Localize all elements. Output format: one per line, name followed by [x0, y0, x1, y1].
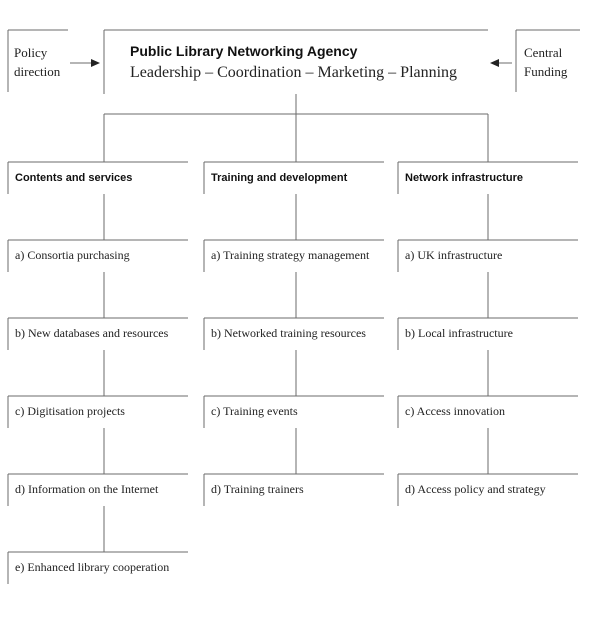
column-item: a) Consortia purchasing [15, 248, 130, 262]
policy-direction-line1: Policy [14, 45, 48, 60]
policy-arrow [70, 59, 100, 67]
central-funding-line2: Funding [524, 64, 568, 79]
column-item: c) Training events [211, 404, 298, 418]
column-item: b) Networked training resources [211, 326, 366, 340]
column-heading: Training and development [211, 172, 348, 184]
column-item: a) Training strategy management [211, 248, 370, 262]
column-item: e) Enhanced library cooperation [15, 560, 169, 574]
agency-subtitle: Leadership – Coordination – Marketing – … [130, 64, 457, 81]
funding-arrow [490, 59, 512, 67]
central-funding-line1: Central [524, 45, 563, 60]
policy-direction-box: Policy direction [7, 29, 68, 92]
agency-title: Public Library Networking Agency [130, 43, 358, 59]
column-item: b) Local infrastructure [405, 326, 513, 340]
column-heading: Contents and services [15, 172, 132, 184]
policy-direction-line2: direction [14, 64, 61, 79]
column-item: d) Access policy and strategy [405, 482, 546, 496]
column-item: b) New databases and resources [15, 326, 169, 340]
column-item: d) Information on the Internet [15, 482, 159, 496]
branch-connectors [103, 94, 489, 162]
column-training-and-development: Training and development a) Training str… [203, 161, 384, 506]
column-item: a) UK infrastructure [405, 248, 502, 262]
column-network-infrastructure: Network infrastructure a) UK infrastruct… [397, 161, 578, 506]
column-contents-and-services: Contents and services a) Consortia purch… [7, 161, 188, 584]
agency-box: Public Library Networking Agency Leaders… [103, 29, 488, 94]
column-item: c) Digitisation projects [15, 404, 125, 418]
column-heading: Network infrastructure [405, 172, 523, 184]
column-item: d) Training trainers [211, 482, 304, 496]
central-funding-box: Central Funding [515, 29, 580, 92]
column-item: c) Access innovation [405, 404, 505, 418]
